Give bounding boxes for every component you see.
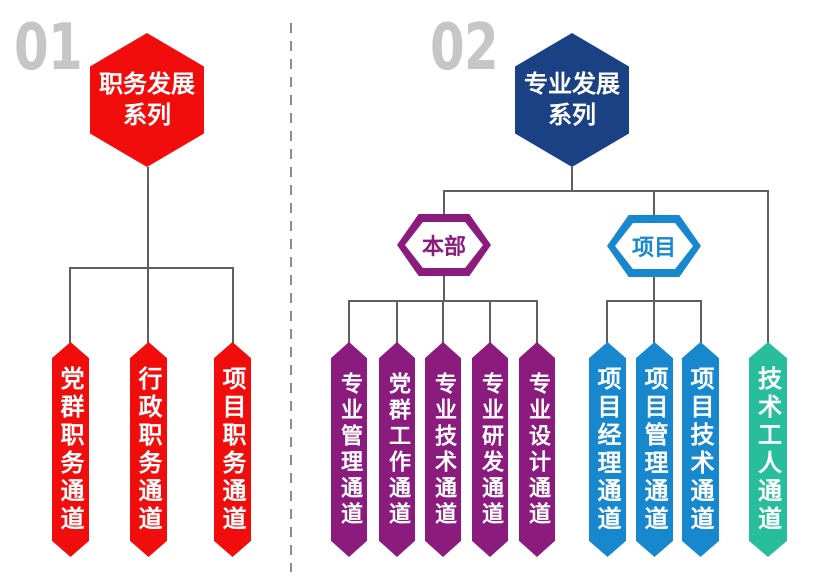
channel-banner-label: 党群职务通道 — [56, 365, 84, 534]
connector-line — [232, 267, 234, 343]
section1-number: 01 — [14, 11, 83, 85]
channel-banner-label: 专业研发通道 — [478, 371, 503, 528]
channel-banner: 专业技术通道 — [425, 342, 461, 557]
connector-line — [767, 190, 769, 343]
xiangmu-badge-label: 项目 — [615, 223, 693, 269]
channel-banner: 项目经理通道 — [589, 342, 626, 557]
section2-root-label-line1: 专业发展 — [524, 70, 620, 98]
connector-line — [443, 276, 445, 302]
channel-banner: 党群职务通道 — [52, 342, 89, 557]
connector-line — [443, 190, 769, 192]
section1-root-hexagon: 职务发展 系列 — [90, 33, 204, 167]
connector-line — [348, 300, 350, 343]
channel-banner: 项目技术通道 — [682, 342, 719, 557]
connector-line — [147, 167, 149, 343]
connector-line — [606, 300, 608, 343]
channel-banner: 专业设计通道 — [519, 342, 555, 557]
channel-banner-label: 行政职务通道 — [134, 365, 162, 534]
connector-line — [443, 190, 445, 216]
channel-banner-label: 专业设计通道 — [525, 371, 550, 528]
connector-line — [653, 190, 655, 217]
xiangmu-badge-hexagon: 项目 — [607, 215, 701, 277]
connector-line — [69, 267, 71, 343]
connector-line — [396, 300, 398, 343]
channel-banner-label: 项目职务通道 — [218, 365, 246, 534]
benbu-badge-label: 本部 — [405, 222, 483, 268]
connector-line — [653, 277, 655, 302]
channel-banner: 党群工作通道 — [379, 342, 415, 557]
channel-banner: 专业管理通道 — [331, 342, 367, 557]
connector-line — [571, 167, 573, 191]
channel-banner-label: 专业管理通道 — [337, 371, 362, 528]
channel-banner: 项目管理通道 — [636, 342, 673, 557]
section2-number: 02 — [430, 11, 499, 85]
section2-root-label-line2: 系列 — [548, 101, 596, 129]
benbu-badge-hexagon: 本部 — [397, 214, 491, 276]
section1-root-label: 职务发展 系列 — [99, 69, 195, 131]
channel-banner: 行政职务通道 — [130, 342, 167, 557]
connector-line — [653, 300, 655, 343]
channel-banner-label: 技术工人通道 — [753, 365, 782, 534]
connector-line — [536, 300, 538, 343]
section1-root-label-line1: 职务发展 — [99, 70, 195, 98]
channel-banner-label: 党群工作通道 — [385, 371, 410, 528]
channel-banner: 项目职务通道 — [214, 342, 251, 557]
channel-banner: 专业研发通道 — [472, 342, 508, 557]
connector-line — [442, 300, 444, 343]
section1-root-label-line2: 系列 — [123, 101, 171, 129]
channel-banner-label: 专业技术通道 — [431, 371, 456, 528]
connector-line — [69, 267, 234, 269]
channel-banner-label: 项目管理通道 — [640, 365, 668, 534]
section2-root-label: 专业发展 系列 — [524, 69, 620, 131]
channel-banner: 技术工人通道 — [749, 342, 787, 557]
connector-line — [489, 300, 491, 343]
section-divider-dashed-line — [290, 23, 292, 572]
channel-banner-label: 项目经理通道 — [593, 365, 621, 534]
connector-line — [700, 300, 702, 343]
channel-banner-label: 项目技术通道 — [686, 365, 714, 534]
section2-root-hexagon: 专业发展 系列 — [515, 33, 629, 167]
